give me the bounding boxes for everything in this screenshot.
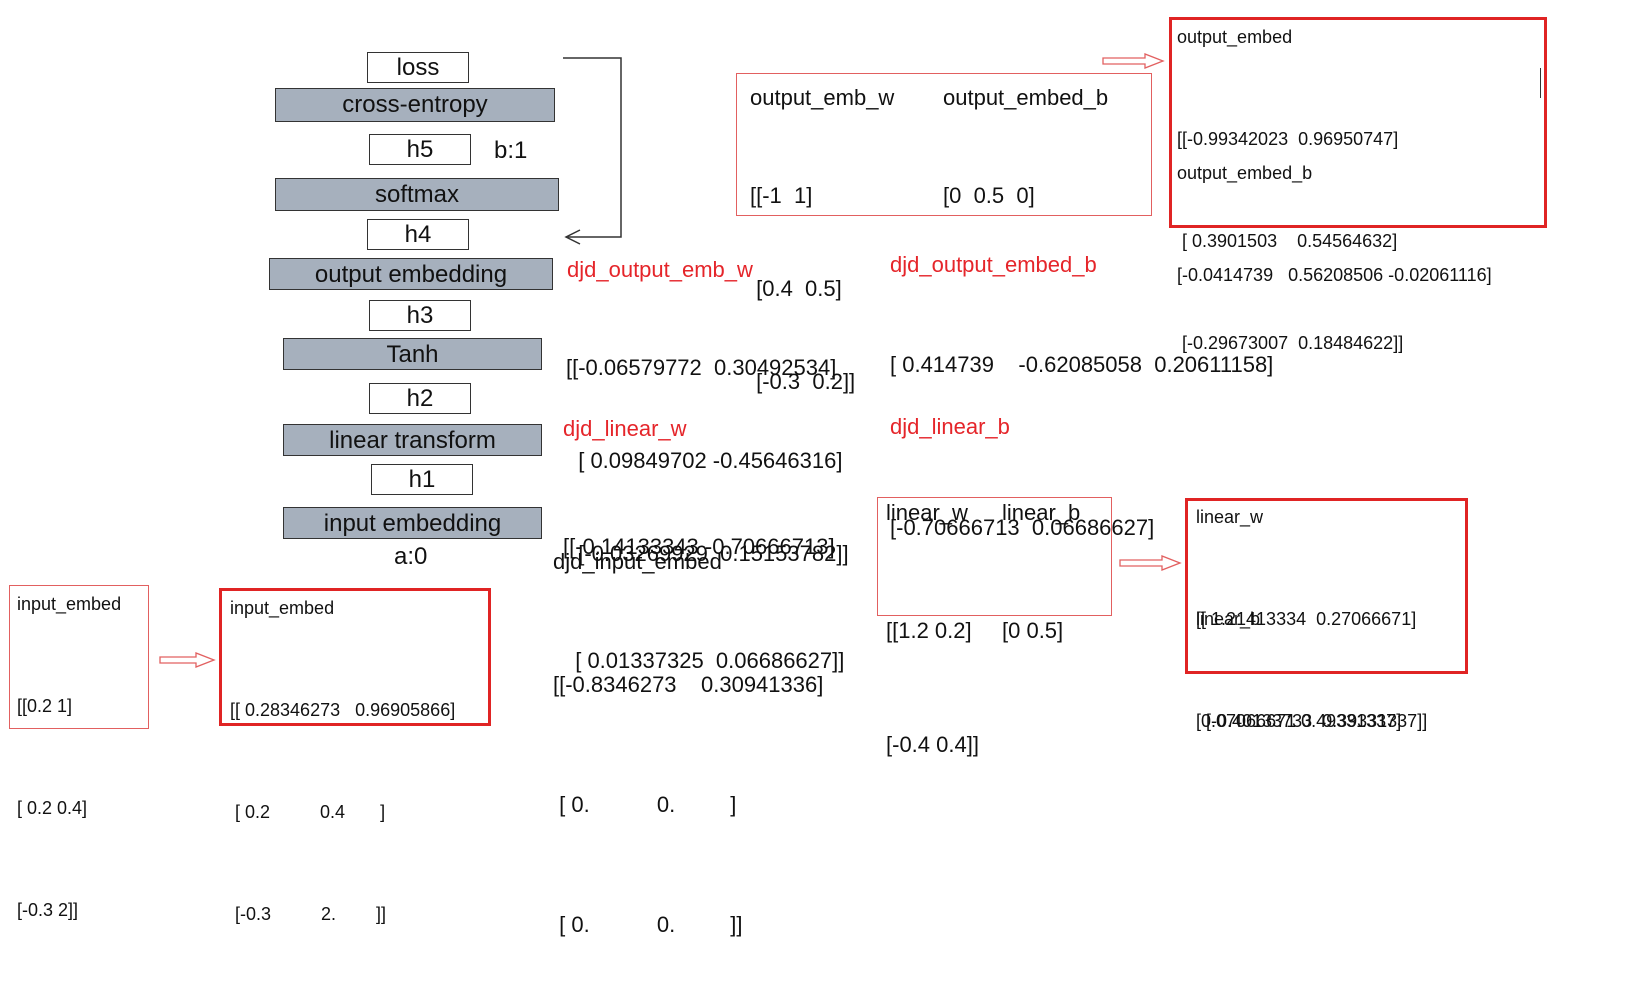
b-label: b:1: [494, 137, 528, 164]
input-initial-box: [9, 585, 149, 729]
matrix-row: [[ 0.28346273 0.96905866]: [230, 700, 456, 720]
djd-linear-b-values: [-0.70666713 0.06686627]: [890, 450, 1154, 574]
linear-b-title: linear_b: [1002, 500, 1081, 525]
matrix-row: [ 0.414739 -0.62085058 0.20611158]: [890, 352, 1274, 377]
input-embedding-layer: input embedding: [283, 507, 542, 539]
input-updated-box: [219, 588, 491, 726]
h3-node: h3: [369, 300, 471, 331]
matrix-row: [ 0.2 0.4 ]: [230, 802, 386, 822]
matrix-row: [0.4 0.5]: [750, 276, 842, 301]
cross-entropy-layer: cross-entropy: [275, 88, 555, 122]
output-emb-w-title: output_emb_w: [750, 85, 895, 110]
linear-b-values: [0 0.5]: [1002, 536, 1063, 688]
backprop-bracket-arrow: [563, 57, 622, 245]
linear-b-updated-values: [0.07066671 0.49331337]: [1196, 636, 1401, 772]
input-embed-updated-values: [[ 0.28346273 0.96905866] [ 0.2 0.4 ] [-…: [230, 625, 455, 965]
output-embed-b-updated-title: output_embed_b: [1177, 163, 1313, 183]
input-embed-updated-title: input_embed: [230, 598, 335, 618]
matrix-row: [-0.70666713 0.06686627]: [890, 515, 1155, 540]
djd-input-embed-title: djd_input_embed: [553, 549, 722, 574]
output-emb-w-values: [[-1 1] [0.4 0.5] [-0.3 0.2]]: [750, 118, 855, 428]
matrix-row: [-0.0414739 0.56208506 -0.02061116]: [1177, 265, 1492, 285]
matrix-row: [ 0.3901503 0.54564632]: [1177, 231, 1398, 251]
linear-w-updated-title: linear_w: [1196, 507, 1264, 527]
matrix-row: [ 0. 0. ]]: [553, 912, 743, 937]
djd-output-embed-b-title: djd_output_embed_b: [890, 252, 1097, 277]
matrix-row: [[-0.06579772 0.30492534]: [566, 355, 837, 380]
output-embed-b-title: output_embed_b: [943, 85, 1109, 110]
djd-linear-w-values: [[-0.14133343 -0.70666713] [ 0.01337325 …: [563, 452, 844, 718]
matrix-row: [-0.03269929 0.15153782]]: [566, 541, 849, 566]
h2-node: h2: [369, 383, 471, 414]
output-update-arrow: [1102, 53, 1165, 69]
matrix-row: [[-1 1]: [750, 183, 813, 208]
matrix-row: [ 0.2 0.4]: [17, 798, 88, 818]
input-embed-title: input_embed: [17, 594, 122, 614]
djd-output-emb-w-values: [[-0.06579772 0.30492534] [ 0.09849702 -…: [566, 290, 849, 600]
matrix-row: [ 0.09849702 -0.45646316]: [566, 448, 843, 473]
matrix-row: [0 0.5]: [1002, 618, 1064, 643]
linear-w-title: linear_w: [886, 500, 968, 525]
a-label: a:0: [394, 543, 428, 570]
matrix-row: [0 0.5 0]: [943, 183, 1035, 208]
matrix-row: [[0.2 1]: [17, 696, 73, 716]
matrix-row: [[-0.99342023 0.96950747]: [1177, 129, 1399, 149]
matrix-row: [[ 1.21413334 0.27066671]: [1196, 609, 1417, 629]
softmax-layer: softmax: [275, 178, 559, 211]
linear-transform-layer: linear transform: [283, 424, 542, 456]
matrix-row: [-0.3 2]]: [17, 900, 79, 920]
h4-node: h4: [367, 219, 469, 250]
djd-input-embed-values: [[-0.8346273 0.30941336] [ 0. 0. ] [ 0. …: [553, 585, 823, 985]
matrix-row: [[-0.14133343 -0.70666713]: [563, 534, 835, 559]
djd-output-emb-w-title: djd_output_emb_w: [567, 257, 753, 282]
djd-linear-w-title: djd_linear_w: [563, 416, 687, 441]
linear-initial-box: [877, 497, 1112, 616]
output-embed-b-values: [0 0.5 0]: [943, 118, 1035, 242]
output-embed-title: output_embed: [1177, 27, 1293, 47]
matrix-row: [-0.4 0.4]]: [886, 732, 979, 757]
linear-w-values: [[1.2 0.2] [-0.4 0.4]]: [886, 536, 979, 802]
output-embed-b-updated-values: [-0.0414739 0.56208506 -0.02061116]: [1177, 190, 1492, 326]
tanh-layer: Tanh: [283, 338, 542, 370]
matrix-row: [-0.40133733 0.39331337]]: [1196, 711, 1428, 731]
matrix-row: [ 0. 0. ]: [553, 792, 737, 817]
djd-linear-b-title: djd_linear_b: [890, 414, 1010, 439]
output-updated-box: [1169, 17, 1547, 228]
matrix-row: [-0.29673007 0.18484622]]: [1177, 333, 1404, 353]
output-embed-values: [[-0.99342023 0.96950747] [ 0.3901503 0.…: [1177, 54, 1403, 394]
h5-node: h5: [369, 134, 471, 165]
cursor-mark: [1540, 68, 1541, 98]
djd-output-embed-b-values: [ 0.414739 -0.62085058 0.20611158]: [890, 287, 1273, 411]
linear-w-updated-values: [[ 1.21413334 0.27066671] [-0.40133733 0…: [1196, 534, 1427, 772]
matrix-row: [ 0.01337325 0.06686627]]: [563, 648, 845, 673]
input-update-arrow: [159, 652, 216, 668]
matrix-row: [-0.3 2. ]]: [230, 904, 387, 924]
matrix-row: [0.07066671 0.49331337]: [1196, 711, 1402, 731]
output-embedding-layer: output embedding: [269, 258, 553, 290]
output-initial-box: [736, 73, 1152, 216]
input-embed-values: [[0.2 1] [ 0.2 0.4] [-0.3 2]]: [17, 621, 87, 961]
matrix-row: [-0.3 0.2]]: [750, 369, 856, 394]
linear-b-updated-title: linear_b: [1196, 609, 1261, 629]
matrix-row: [[1.2 0.2]: [886, 618, 972, 643]
linear-updated-box: [1185, 498, 1468, 674]
matrix-row: [[-0.8346273 0.30941336]: [553, 672, 824, 697]
h1-node: h1: [371, 464, 473, 495]
linear-update-arrow: [1119, 555, 1182, 571]
loss-node: loss: [367, 52, 469, 83]
